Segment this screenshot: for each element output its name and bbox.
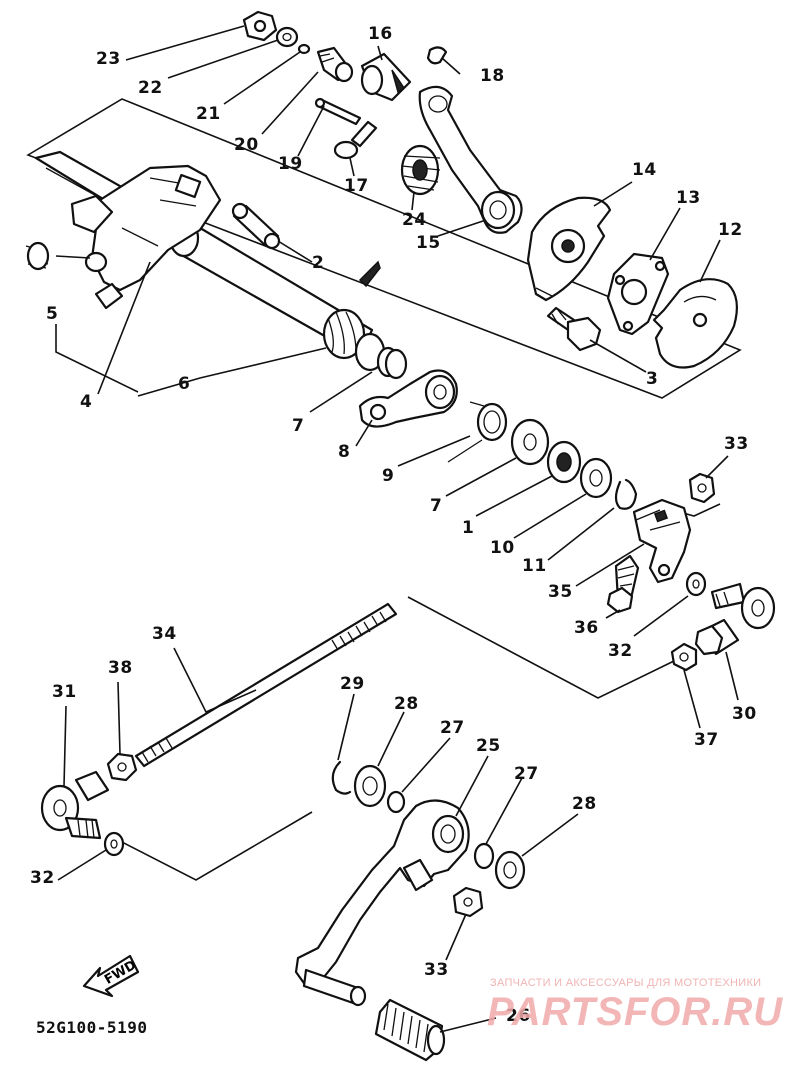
- part-3-bolt: [546, 306, 602, 352]
- part-32-washer-lower: [103, 831, 125, 857]
- part-33-nut-upper: [688, 472, 716, 504]
- callout-18: 18: [480, 66, 505, 86]
- callout-16: 16: [368, 24, 393, 44]
- callout-21: 21: [196, 104, 221, 124]
- part-24-spring: [400, 144, 441, 196]
- callout-24: 24: [402, 210, 427, 230]
- diagram-code: 52G100-5190: [36, 1018, 148, 1037]
- callout-32-lower: 32: [30, 868, 55, 888]
- part-12-cam-plate: [652, 278, 739, 369]
- callout-34: 34: [152, 624, 177, 644]
- part-18-clip: [426, 46, 448, 65]
- part-14-stopper-plate: [526, 196, 612, 302]
- part-7-washer: [510, 418, 550, 466]
- callout-31: 31: [52, 682, 77, 702]
- callout-33-upper: 33: [724, 434, 749, 454]
- pedal-link-outline: [117, 811, 313, 881]
- part-26-pedal-rubber: [374, 998, 446, 1062]
- callout-10: 10: [490, 538, 515, 558]
- part-1-bushing: [546, 440, 582, 484]
- callout-19: 19: [278, 154, 303, 174]
- part-38-nut: [106, 752, 138, 782]
- fwd-arrow-icon: FWD: [82, 954, 139, 998]
- callout-12: 12: [718, 220, 743, 240]
- part-21-ring: [297, 43, 311, 55]
- callout-11: 11: [522, 556, 547, 576]
- leader-lines: [55, 25, 739, 1033]
- callout-26: 26: [506, 1006, 531, 1026]
- callout-3: 3: [646, 369, 659, 389]
- link-assembly-outline: [407, 596, 677, 699]
- part-20-pin-bolt: [316, 46, 354, 83]
- callout-15: 15: [416, 233, 441, 253]
- callout-14: 14: [632, 160, 657, 180]
- part-31-rod-end: [40, 770, 110, 840]
- part-32-washer-upper: [685, 571, 707, 597]
- part-28-washer-right: [494, 850, 526, 890]
- callout-7-upper: 7: [292, 416, 305, 436]
- part-34-shift-rod: [134, 602, 398, 768]
- callout-13: 13: [676, 188, 701, 208]
- callout-36: 36: [574, 618, 599, 638]
- part-10-washer: [579, 457, 613, 499]
- callout-28-right: 28: [572, 794, 597, 814]
- callout-5: 5: [46, 304, 59, 324]
- part-25-shift-pedal: [294, 799, 470, 1007]
- part-19-cotter-pin: [314, 97, 362, 126]
- callout-8: 8: [338, 442, 351, 462]
- part-15-lever-arm: [418, 85, 523, 234]
- callout-33-lower: 33: [424, 960, 449, 980]
- callout-29: 29: [340, 674, 365, 694]
- part-4-shift-fork-plate: [70, 164, 222, 310]
- callout-38: 38: [108, 658, 133, 678]
- callout-23: 23: [96, 49, 121, 69]
- part-8-shift-arm: [358, 369, 458, 428]
- watermark-logo: PARTSFOR.RU: [487, 990, 784, 1034]
- part-36-bolt: [606, 554, 640, 614]
- part-17-clevis-pin: [333, 120, 378, 160]
- part-22-washer: [275, 26, 299, 48]
- part-11-circlip: [614, 478, 638, 510]
- callout-20: 20: [234, 135, 259, 155]
- callout-27-right: 27: [514, 764, 539, 784]
- part-35-arm-bracket: [632, 498, 692, 584]
- callout-1: 1: [462, 518, 475, 538]
- part-27-o-ring-left: [386, 790, 406, 814]
- callout-22: 22: [138, 78, 163, 98]
- watermark-tagline: ЗАПЧАСТИ И АКСЕССУАРЫ ДЛЯ МОТОТЕХНИКИ: [490, 977, 762, 989]
- part-2-dowel: [231, 202, 281, 250]
- part-29-circlip: [331, 760, 352, 795]
- part-23-nut: [242, 10, 278, 42]
- callout-37: 37: [694, 730, 719, 750]
- part-37-nut: [670, 642, 698, 672]
- callout-7-lower: 7: [430, 496, 443, 516]
- part-30-rod-end: [694, 582, 776, 656]
- part-7-collar: [384, 348, 408, 380]
- callout-4: 4: [80, 392, 93, 412]
- callout-17: 17: [344, 176, 369, 196]
- part-33-nut-lower: [452, 886, 484, 918]
- callout-9: 9: [382, 466, 395, 486]
- part-27-o-ring-right: [473, 842, 495, 870]
- callout-25: 25: [476, 736, 501, 756]
- part-28-washer-left: [353, 764, 387, 808]
- callout-35: 35: [548, 582, 573, 602]
- upper-assembly-outline: [26, 98, 742, 399]
- callout-30: 30: [732, 704, 757, 724]
- part-13-segment-plate: [606, 252, 670, 336]
- part-16-sleeve: [360, 52, 412, 102]
- callout-6: 6: [178, 374, 191, 394]
- callout-28-left: 28: [394, 694, 419, 714]
- part-5-small-spring: [25, 241, 50, 271]
- callout-32-upper: 32: [608, 641, 633, 661]
- callout-2: 2: [312, 253, 325, 273]
- part-9-torsion-spring: [447, 401, 508, 463]
- callout-27-left: 27: [440, 718, 465, 738]
